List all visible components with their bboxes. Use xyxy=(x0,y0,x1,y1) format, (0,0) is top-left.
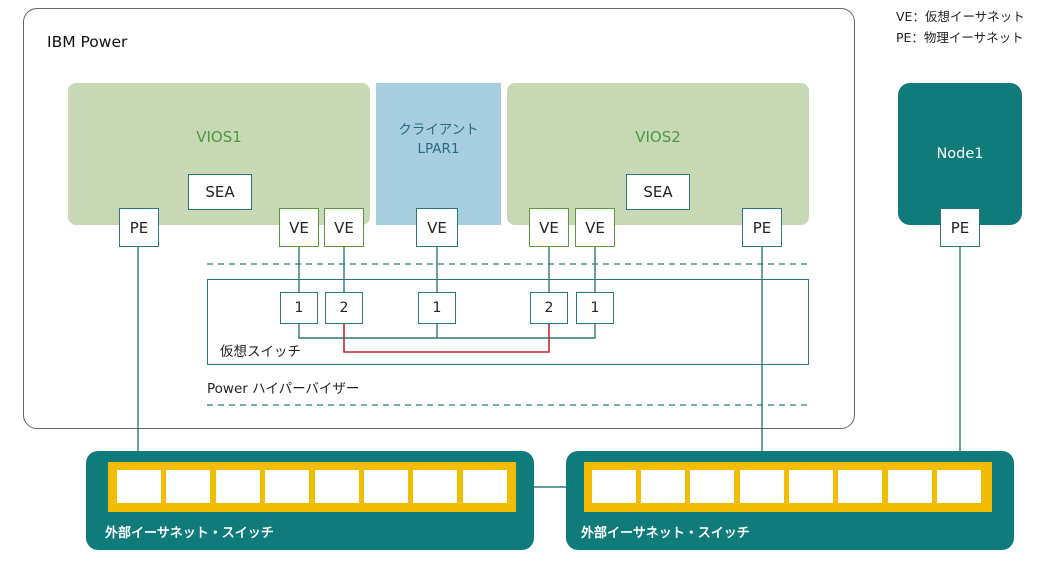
switch-port xyxy=(690,470,734,503)
vios1-ve-1: VE xyxy=(279,208,319,247)
vswitch-port: 1 xyxy=(576,292,614,324)
ibm-power-title: IBM Power xyxy=(47,33,128,51)
switch-port xyxy=(364,470,408,503)
client-title-line2: LPAR1 xyxy=(417,141,460,157)
vios2-title: VIOS2 xyxy=(635,128,681,146)
vios1-pe: PE xyxy=(119,208,159,247)
switch-port xyxy=(265,470,309,503)
switch-port xyxy=(937,470,981,503)
legend: VE：仮想イーサネット PE：物理イーサネット xyxy=(896,6,1025,48)
vios2-pe: PE xyxy=(742,208,782,247)
legend-ve: VE：仮想イーサネット xyxy=(896,9,1025,24)
vios1-sea: SEA xyxy=(188,174,252,210)
vlan2-line xyxy=(343,324,550,353)
switch-port xyxy=(315,470,359,503)
client-ve: VE xyxy=(416,208,458,247)
vios2-sea: SEA xyxy=(626,174,690,210)
switch-port xyxy=(216,470,260,503)
virtual-switch xyxy=(207,279,809,365)
switch-port xyxy=(592,470,636,503)
vswitch-port: 1 xyxy=(280,292,318,324)
switch-right-label: 外部イーサネット・スイッチ xyxy=(581,526,750,541)
node1-title: Node1 xyxy=(936,146,984,162)
switch-port xyxy=(413,470,457,503)
switch-left-label: 外部イーサネット・スイッチ xyxy=(105,526,274,541)
vlan1-line xyxy=(298,324,596,339)
switch-port xyxy=(463,470,507,503)
switch-port xyxy=(789,470,833,503)
switch-port xyxy=(740,470,784,503)
vswitch-port: 1 xyxy=(418,292,456,324)
hypervisor-label: Power ハイパーバイザー xyxy=(207,381,360,397)
node1-panel xyxy=(898,83,1022,225)
switch-port xyxy=(888,470,932,503)
vswitch-port: 2 xyxy=(325,292,363,324)
client-title-line1: クライアント xyxy=(398,122,479,138)
vios1-title: VIOS1 xyxy=(196,128,242,146)
switch-port xyxy=(166,470,210,503)
switch-port xyxy=(641,470,685,503)
legend-pe: PE：物理イーサネット xyxy=(896,30,1024,45)
vios1-ve-2: VE xyxy=(324,208,364,247)
vswitch-port: 2 xyxy=(530,292,568,324)
client-lpar-panel xyxy=(376,83,501,225)
switch-port xyxy=(117,470,161,503)
node1-pe: PE xyxy=(940,208,980,247)
virtual-switch-label: 仮想スイッチ xyxy=(220,344,301,360)
client-lpar-title: クライアント LPAR1 xyxy=(376,121,501,159)
vios2-ve-2: VE xyxy=(575,208,615,247)
vios2-ve-1: VE xyxy=(529,208,569,247)
switch-port xyxy=(838,470,882,503)
